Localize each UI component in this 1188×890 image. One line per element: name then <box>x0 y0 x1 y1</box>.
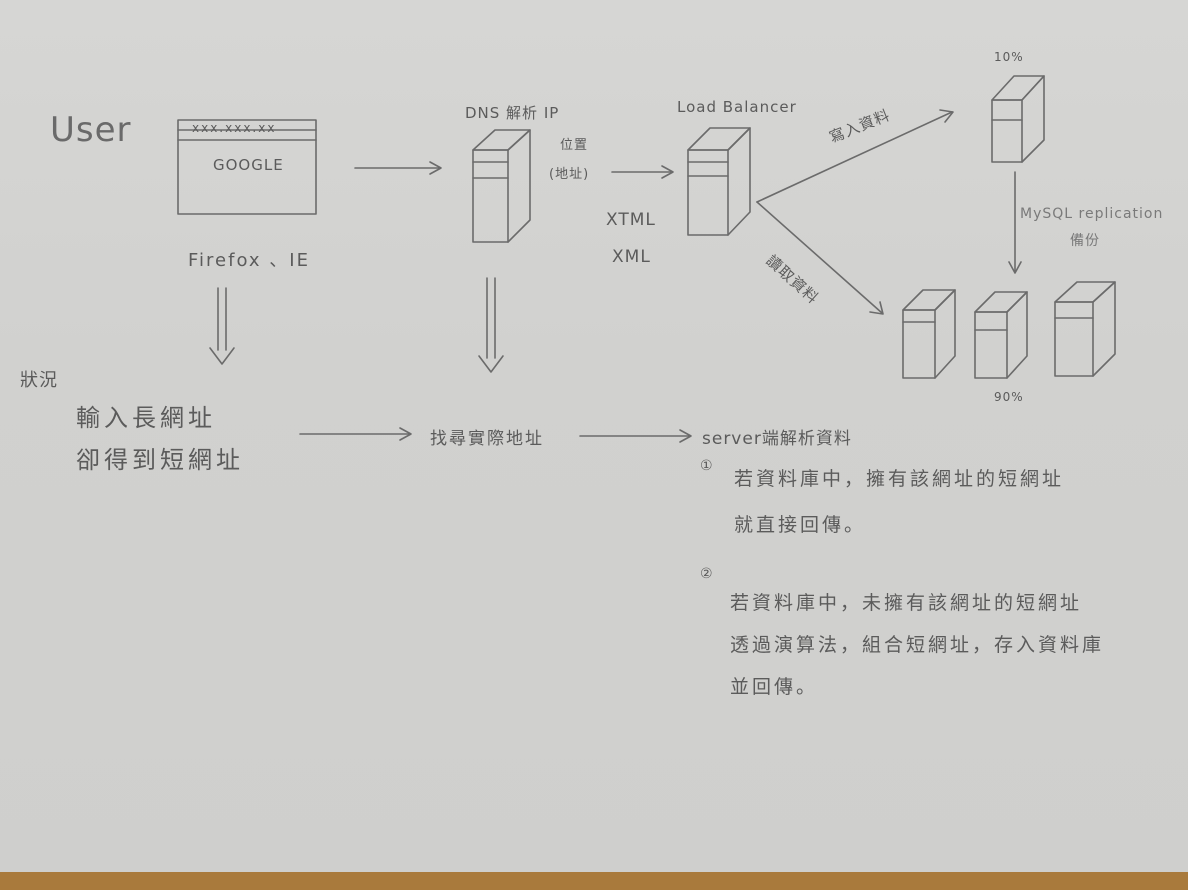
case-2-line-1: 若資料庫中，未擁有該網址的短網址 <box>730 592 1083 614</box>
browser-address: xxx.xxx.xx <box>192 121 277 135</box>
user-label: User <box>50 110 132 150</box>
status-line-2: 卻得到短網址 <box>76 446 244 474</box>
dns-title: DNS 解析 IP <box>465 104 560 122</box>
slave-db-server-icon-3 <box>1054 281 1116 377</box>
dns-server-icon <box>472 129 531 243</box>
double-arrow-down-middle <box>478 277 504 373</box>
desk-surface <box>0 872 1188 890</box>
replication-backup: 備份 <box>1070 233 1100 249</box>
slave-percent: 90% <box>994 390 1024 404</box>
master-db-server-icon <box>991 75 1045 163</box>
format-xml: XML <box>612 247 651 267</box>
browser-clients: Firefox 、IE <box>188 250 310 271</box>
arrow-dns-to-load-balancer <box>611 165 674 179</box>
slave-db-server-icon-1 <box>902 289 956 379</box>
case-2-line-2: 透過演算法，組合短網址，存入資料庫 <box>730 634 1105 656</box>
arrow-read-to-slaves <box>756 201 884 315</box>
status-line-1: 輸入長網址 <box>76 404 216 432</box>
double-arrow-down-left <box>209 287 235 365</box>
arrow-browser-to-dns <box>354 161 442 175</box>
format-xtml: XTML <box>606 210 656 230</box>
replication-label: MySQL replication <box>1020 206 1164 222</box>
case-1-line-1: 若資料庫中，擁有該網址的短網址 <box>734 468 1065 490</box>
case-2-marker: ② <box>700 566 714 582</box>
dns-sub-location: 位置 <box>560 138 589 153</box>
browser-page-title: GOOGLE <box>213 156 284 174</box>
status-label: 狀況 <box>20 370 58 391</box>
case-1-line-2: 就直接回傳。 <box>734 514 867 536</box>
browser-window-icon <box>177 119 317 215</box>
dns-sub-address: (地址) <box>549 167 590 182</box>
arrow-find-to-server <box>579 429 692 443</box>
case-2-line-3: 並回傳。 <box>730 676 819 698</box>
load-balancer-server-icon <box>687 127 751 236</box>
slave-db-server-icon-2 <box>974 291 1028 379</box>
arrow-status-to-find <box>299 427 412 441</box>
load-balancer-label: Load Balancer <box>677 98 797 116</box>
find-address-label: 找尋實際地址 <box>430 429 544 449</box>
case-1-marker: ① <box>700 458 714 474</box>
server-parse-label: server端解析資料 <box>702 429 852 449</box>
arrow-write-to-master <box>756 109 954 203</box>
master-percent: 10% <box>994 50 1024 64</box>
arrow-replication <box>1008 171 1022 274</box>
